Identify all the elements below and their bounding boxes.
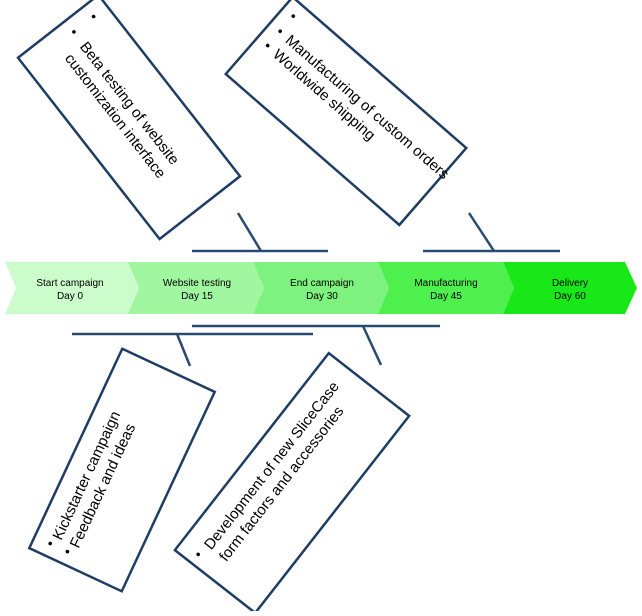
phase-start-campaign-title: Start campaign — [36, 278, 103, 289]
phase-manufacturing: Manufacturing Day 45 — [378, 262, 514, 314]
development-box — [173, 351, 411, 615]
manufacturing-bullet-2 — [278, 29, 282, 34]
phase-end-campaign-day: Day 30 — [306, 291, 338, 302]
phase-chevrons: Start campaign Day 0 Website testing Day… — [5, 262, 637, 314]
kickstarter-connector-stem — [175, 333, 192, 367]
chevron-manufacturing — [378, 262, 514, 314]
beta-bullet-2 — [72, 30, 76, 34]
kickstarter-bullet-2 — [65, 549, 70, 554]
manufacturing-bullet-1 — [291, 14, 296, 18]
chevron-website-testing — [128, 262, 264, 314]
phase-end-campaign: End campaign Day 30 — [253, 262, 389, 314]
phase-delivery-title: Delivery — [552, 278, 588, 289]
chevron-start-campaign — [5, 262, 139, 314]
kickstarter-box — [27, 347, 217, 593]
phase-manufacturing-day: Day 45 — [430, 291, 462, 302]
beta-testing-callout: Beta testing of website customization in… — [16, 0, 242, 241]
phase-start-campaign-day: Day 0 — [57, 291, 84, 302]
development-bullet-1 — [196, 552, 200, 557]
phase-website-testing: Website testing Day 15 — [128, 262, 264, 314]
phase-delivery-day: Day 60 — [554, 291, 586, 302]
chevron-end-campaign — [253, 262, 389, 314]
phase-end-campaign-title: End campaign — [290, 278, 354, 289]
phase-manufacturing-title: Manufacturing — [414, 278, 477, 289]
kickstarter-callout: Kickstarter campaign Feedback and ideas — [27, 347, 217, 593]
chevron-delivery — [503, 262, 637, 314]
connector-lines — [72, 212, 560, 367]
manufacturing-connector-stem — [467, 212, 496, 252]
beta-connector-stem — [236, 212, 263, 252]
phase-website-testing-title: Website testing — [163, 278, 231, 289]
manufacturing-callout: Manufacturing of custom orders Worldwide… — [223, 0, 469, 227]
kickstarter-bullet-1 — [48, 541, 52, 546]
manufacturing-bullet-3 — [265, 43, 270, 48]
beta-testing-box — [16, 0, 242, 241]
manufacturing-box — [223, 0, 469, 227]
development-connector-stem — [361, 325, 383, 366]
beta-bullet-1 — [91, 14, 96, 19]
phase-website-testing-day: Day 15 — [181, 291, 213, 302]
phase-delivery: Delivery Day 60 — [503, 262, 637, 314]
phase-start-campaign: Start campaign Day 0 — [5, 262, 139, 314]
